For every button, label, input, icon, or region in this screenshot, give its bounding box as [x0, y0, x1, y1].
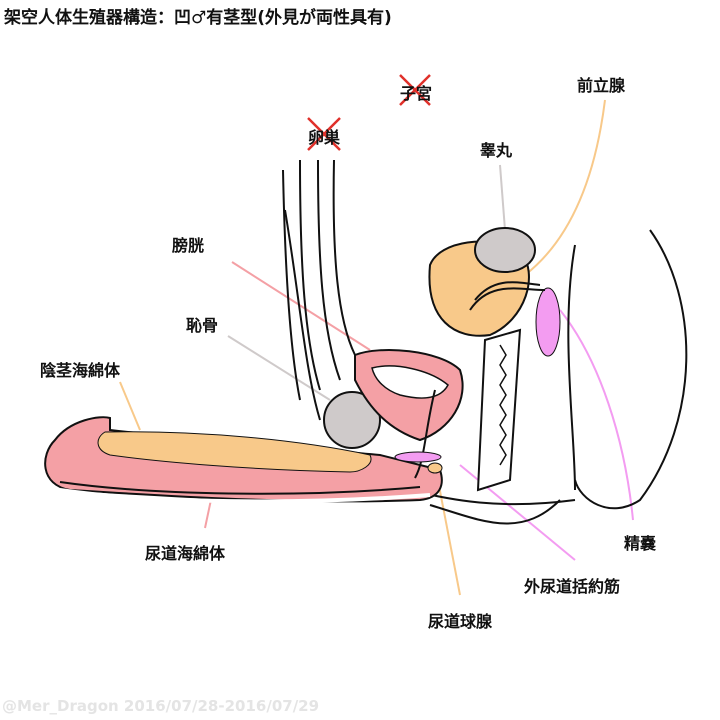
body-outlines: [282, 159, 688, 525]
testis: [474, 227, 536, 273]
seminal-vesicle: [535, 287, 561, 357]
pubic-bone: [323, 391, 381, 449]
testis-leader: [499, 164, 506, 231]
bladder-outlet: [414, 389, 436, 479]
bladder-leader: [231, 261, 371, 351]
page-title: 架空人体生殖器構造：凹♂有茎型(外見が両性具有): [4, 8, 392, 28]
urethra: [59, 481, 421, 495]
vesicle-leader: [559, 309, 634, 521]
label-ovary: 卵巣: [308, 128, 341, 147]
prostate-leader: [524, 99, 606, 276]
label-testis: 睾丸: [480, 141, 513, 160]
vaginal-canal: [476, 328, 522, 492]
label-uterus: 子宮: [400, 84, 433, 103]
sphincter-leader: [459, 464, 576, 561]
label-bladder: 膀胱: [172, 236, 205, 255]
cavernosum-leader: [119, 381, 141, 431]
vas-deferens: [469, 287, 546, 311]
vaginal-folds: [499, 344, 507, 466]
corpus-cavernosum: [97, 431, 372, 473]
sphincter: [394, 451, 442, 463]
bulbourethral-gland: [427, 462, 443, 474]
urethra-lumen: [59, 488, 431, 504]
label-bulbourethral-gland: 尿道球腺: [428, 612, 493, 631]
uterus-cross-icon: [399, 74, 431, 106]
watermark: @Mer_Dragon 2016/07/28-2016/07/29: [2, 697, 320, 715]
label-seminal-vesicle: 精嚢: [624, 534, 657, 553]
label-corpus-cavernosum: 陰茎海綿体: [40, 361, 121, 380]
label-external-urethral-sphincter: 外尿道括約筋: [524, 577, 621, 596]
vas-deferens-inner: [474, 281, 541, 301]
label-pubic-bone: 恥骨: [186, 316, 219, 335]
ovary-cross-icon: [307, 117, 341, 151]
label-prostate: 前立腺: [577, 76, 626, 95]
label-corpus-spongiosum: 尿道海綿体: [145, 544, 226, 563]
